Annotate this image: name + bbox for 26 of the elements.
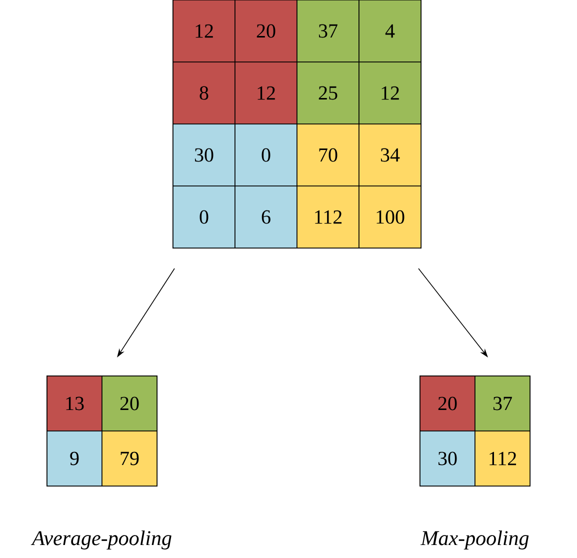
- grid-cell: 34: [358, 124, 422, 186]
- grid-cell: 0: [234, 124, 298, 186]
- grid-cell: 30: [172, 124, 236, 186]
- grid-cell: 9: [46, 430, 102, 486]
- grid-cell: 20: [420, 376, 476, 432]
- grid-cell: 4: [358, 0, 422, 62]
- grid-cell: 25: [296, 62, 360, 124]
- node-label: Average-pooling: [30, 530, 172, 550]
- grid-cell: 70: [296, 124, 360, 186]
- grid-cell: 12: [358, 62, 422, 124]
- grid-cell: 12: [234, 62, 298, 124]
- grid-cell: 37: [474, 376, 530, 432]
- grid-cell: 6: [234, 186, 298, 248]
- grid-cell: 112: [474, 430, 530, 486]
- node-label: Max-pooling: [420, 530, 529, 550]
- grid-cell: 12: [172, 0, 236, 62]
- grid-cell: 13: [46, 376, 102, 432]
- grid-cell: 100: [358, 186, 422, 248]
- grid-cell: 0: [172, 186, 236, 248]
- grid-cell: 20: [102, 376, 158, 432]
- grid-cell: 37: [296, 0, 360, 62]
- grid-cell: 20: [234, 0, 298, 62]
- grid-cell: 79: [102, 430, 158, 486]
- grid-cell: 8: [172, 62, 236, 124]
- grid-cell: 30: [420, 430, 476, 486]
- grid-cell: 112: [296, 186, 360, 248]
